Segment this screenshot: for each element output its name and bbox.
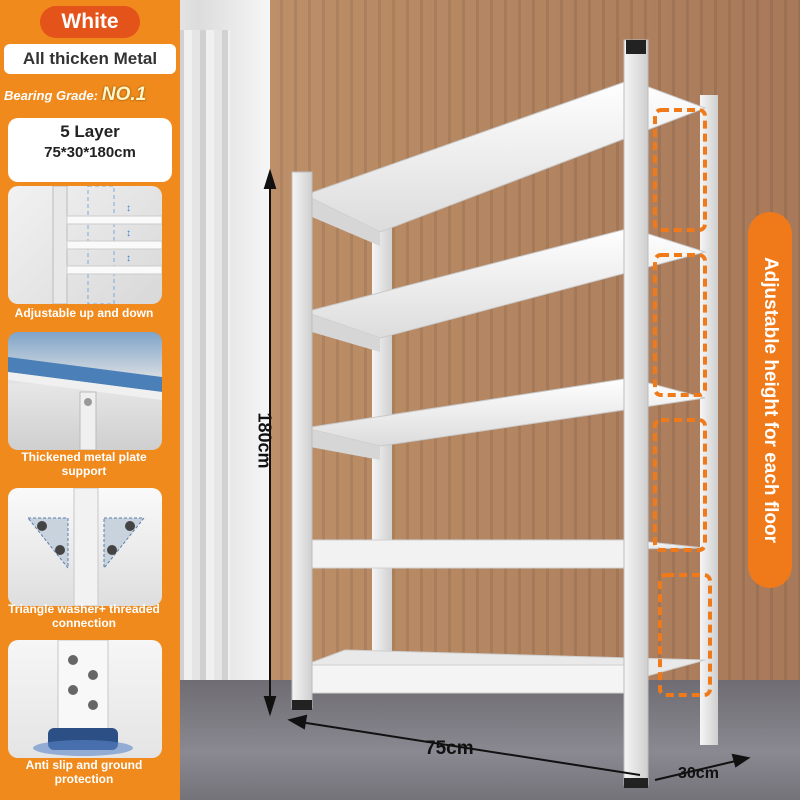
svg-text:↕: ↕: [126, 203, 131, 214]
width-label: 75cm: [425, 738, 474, 759]
triangle-washer-icon: [8, 488, 162, 606]
adjust-highlights: [653, 108, 712, 697]
info-panel: White All thicken Metal Bearing Grade:NO…: [0, 0, 180, 800]
feature-caption-2: Thickened metal plate support: [21, 450, 147, 478]
feature-caption-1: Adjustable up and down: [14, 306, 154, 320]
bearing-label: Bearing Grade:: [4, 88, 98, 103]
shelf-5: [304, 649, 706, 694]
depth-label: 30cm: [678, 765, 719, 782]
shelf-bracket-icon: ↕ ↕ ↕: [8, 186, 162, 304]
layer-count: 5 Layer: [60, 122, 120, 141]
curtain: [170, 30, 230, 700]
shelf-1: [303, 79, 707, 246]
measure-arrows: [263, 168, 751, 781]
front-post-left: [291, 171, 313, 709]
shelf-2: [303, 227, 707, 352]
spec-card: 5 Layer 75*30*180cm: [8, 118, 172, 182]
foot-pad-icon: [8, 640, 162, 758]
metal-plate-icon: [8, 332, 162, 450]
feature-caption-3: Triangle washer+ threaded connection: [8, 602, 160, 630]
shelf-3: [304, 377, 706, 460]
front-post-right: [623, 39, 649, 786]
feature-caption-4: Anti slip and ground protection: [25, 758, 143, 786]
material-label: All thicken Metal: [4, 44, 176, 74]
adjustable-height-text: Adjustable height for each floor: [760, 256, 781, 544]
shelf-4: [304, 539, 706, 569]
dimensions: 75*30*180cm: [44, 144, 136, 161]
color-badge: White: [40, 6, 140, 38]
bearing-grade: Bearing Grade:NO.1: [4, 84, 176, 108]
svg-text:↕: ↕: [126, 228, 131, 239]
height-label: 180cm: [254, 412, 275, 469]
svg-text:↕: ↕: [126, 253, 131, 264]
bearing-value: NO.1: [101, 84, 147, 105]
side-banner: [748, 212, 792, 588]
